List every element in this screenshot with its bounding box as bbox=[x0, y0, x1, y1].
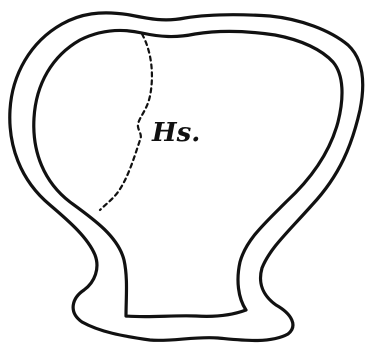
region-label-hs: Hs. bbox=[151, 118, 200, 148]
dashed-boundary bbox=[100, 34, 152, 210]
inner-contour bbox=[34, 30, 342, 316]
